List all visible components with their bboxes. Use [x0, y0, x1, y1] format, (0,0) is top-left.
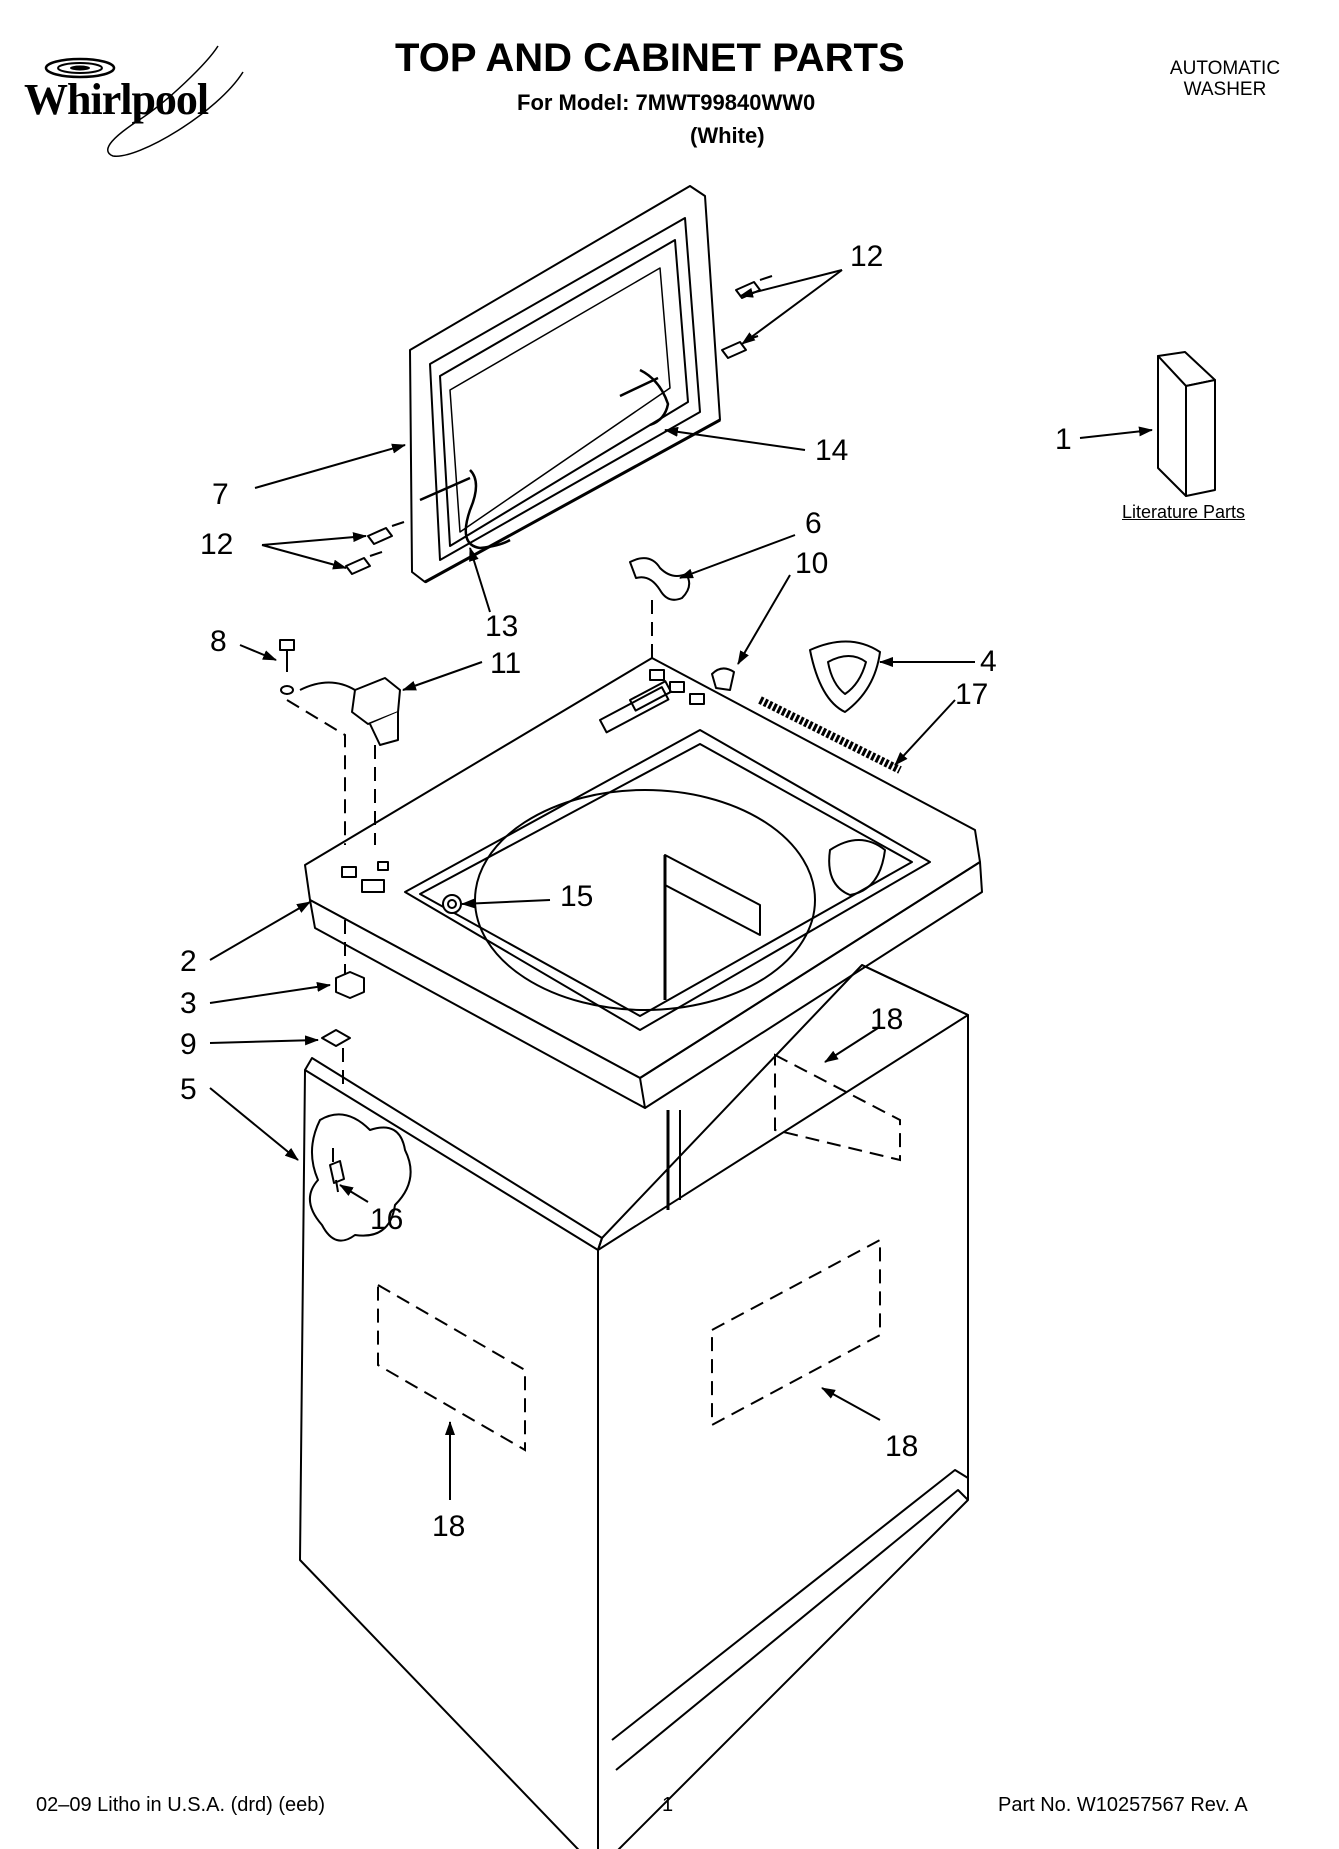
product-type: AUTOMATIC WASHER: [1140, 58, 1310, 100]
clamp-part-10: [711, 667, 735, 691]
brand-logo: Whirlpool: [18, 42, 268, 162]
callout-2: 2: [180, 945, 197, 978]
footer-litho: 02–09 Litho in U.S.A. (drd) (eeb): [36, 1794, 326, 1816]
callout-15: 15: [560, 880, 594, 913]
page-title: TOP AND CABINET PARTS: [395, 36, 905, 80]
leader-lines: [209, 269, 1153, 1500]
callout-5: 5: [180, 1073, 197, 1106]
callout-11: 11: [490, 647, 522, 680]
callout-17: 17: [955, 678, 989, 711]
top-panel: [304, 657, 983, 1109]
page-number: 1: [662, 1794, 674, 1816]
lid: [409, 185, 721, 584]
screw-part-8: [279, 639, 295, 695]
callout-1: 1: [1055, 423, 1072, 456]
callout-10: 10: [795, 547, 829, 580]
callout-18-right: 18: [885, 1430, 919, 1463]
nut-part-3: [335, 971, 365, 999]
callout-16: 16: [370, 1203, 404, 1236]
model-line: For Model: 7MWT99840WW0: [517, 90, 816, 115]
hinge-rods: [419, 368, 670, 550]
alignment-lines: [286, 600, 901, 1452]
cabinet: [299, 964, 969, 1849]
callout-7: 7: [212, 478, 229, 511]
callout-18-rear: 18: [870, 1003, 904, 1036]
brand-name: Whirlpool: [24, 75, 209, 124]
color-line: (White): [690, 123, 765, 148]
lid-switch-part-11: [299, 677, 401, 746]
fitting-part-15: [442, 894, 462, 914]
literature-book: [1157, 351, 1216, 497]
product-line-2: WASHER: [1183, 79, 1267, 100]
bleach-cup-part-4: [809, 640, 881, 713]
callout-6: 6: [805, 507, 822, 540]
callout-3: 3: [180, 987, 197, 1020]
literature-parts-label: Literature Parts: [1122, 502, 1246, 522]
callout-12-left: 12: [200, 528, 234, 561]
callout-14: 14: [815, 434, 849, 467]
seal-strip-part-17: [758, 696, 902, 774]
part-number: Part No. W10257567 Rev. A: [998, 1794, 1248, 1816]
bracket-part-6: [629, 557, 691, 601]
callout-13: 13: [485, 610, 519, 643]
logo-swoosh-icon: [44, 45, 244, 157]
callout-12-top: 12: [850, 240, 884, 273]
product-line-1: AUTOMATIC: [1169, 58, 1281, 79]
callout-18-left: 18: [432, 1510, 466, 1543]
clip-part-9: [321, 1029, 351, 1047]
callout-9: 9: [180, 1028, 197, 1061]
callout-4: 4: [980, 645, 997, 678]
callout-8: 8: [210, 625, 227, 658]
